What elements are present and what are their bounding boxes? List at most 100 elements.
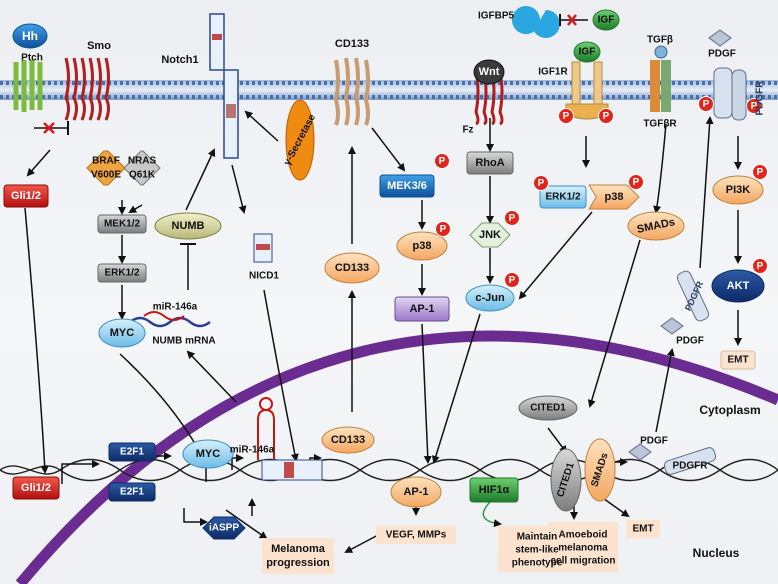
fz-label: Fz [462, 125, 473, 136]
mir146a-nucleus-label: miR-146a [230, 445, 275, 456]
gli-nucleus [12, 476, 60, 500]
melanoma-label-2: progression [266, 557, 330, 569]
phospho-1 [698, 96, 714, 112]
igf1r-label: IGF1R [538, 67, 568, 78]
igfbp5-body [531, 10, 560, 38]
erk12-right-node [539, 185, 587, 209]
arrows [24, 110, 742, 553]
cited1-cytoplasm-label: CITED1 [530, 403, 566, 414]
numb-mrna-strand [129, 316, 211, 328]
cd133-membrane-label: CD133 [335, 38, 369, 50]
ptch-smo-inhibition [34, 121, 69, 135]
smads-nucleus [584, 438, 616, 502]
cytoplasm-label: Cytoplasm [699, 403, 760, 417]
pdgf-mid-label: PDGF [676, 336, 704, 347]
tgfbr-receptor [650, 60, 671, 112]
myc-nucleus-label: MYC [196, 448, 221, 460]
pi3k-node-label: PI3K [726, 184, 751, 196]
e2f1-node-a [108, 442, 156, 462]
emt-right-box [720, 350, 756, 370]
cjun-node-label: c-Jun [475, 292, 505, 304]
phospho-label-8: P [509, 275, 516, 286]
phospho-label-7: P [509, 213, 516, 224]
pdgfr-top-receptor [713, 67, 747, 121]
phospho-4 [598, 108, 614, 124]
myc-cytoplasm [98, 318, 146, 348]
vegf-label: VEGF, MMPs [386, 530, 447, 541]
igfbp5-inhibition [559, 14, 588, 26]
amoeboid-label-3: cell migration [550, 556, 615, 567]
pdgfr-top-label: PDGFR [755, 80, 766, 116]
emt-right-box-label: EMT [727, 355, 748, 366]
phospho-label-11: P [757, 167, 764, 178]
igf-bound-label: IGF [579, 47, 596, 58]
tgfbr-label: TGFβR [643, 119, 677, 130]
pdgf-nucleus-label: PDGF [640, 436, 668, 447]
igfbp5-label: IGFBP5 [478, 11, 515, 22]
smads-cytoplasm [627, 211, 685, 241]
ap1-cytoplasm-label: AP-1 [409, 303, 434, 315]
jnk-node [469, 222, 511, 248]
p38-mid-node [396, 231, 448, 261]
pi3k-node [712, 175, 764, 205]
plasma-membrane [0, 80, 778, 100]
nras-label-2: Q61K [129, 170, 156, 181]
melanoma-label-1: Melanoma [271, 543, 326, 555]
emt-nucleus-label: EMT [632, 524, 653, 535]
p38-right-node-label: p38 [605, 191, 624, 203]
phospho-label-5: P [439, 156, 446, 167]
cd133-nucleus-label: CD133 [331, 434, 365, 446]
ap1-nucleus-label: AP-1 [403, 486, 428, 498]
hif1a-node-label: HIF1α [479, 484, 510, 496]
braf-label-2: V600E [91, 170, 121, 181]
phospho-label-3: P [563, 111, 570, 122]
p38-right-node [588, 184, 640, 210]
mek36-node [379, 174, 435, 198]
stem-label-1: Maintain [517, 532, 558, 543]
rhoa-node [466, 151, 514, 175]
cd133-nucleus [321, 426, 375, 454]
erk12-left-node-label: ERK1/2 [104, 268, 139, 279]
mek12-node [97, 214, 147, 234]
gli-cytoplasm-label: Gli1/2 [11, 190, 41, 202]
phospho-label-4: P [603, 111, 610, 122]
phospho-11 [752, 164, 768, 180]
pdgf-nucleus-ligand [628, 443, 652, 461]
cjun-node [465, 284, 515, 312]
myc-cytoplasm-label: MYC [110, 327, 135, 339]
hh-ligand [12, 23, 48, 49]
iaspp-node-label: iASPP [209, 523, 239, 534]
phospho-10 [628, 174, 644, 190]
phospho-label-6: P [440, 224, 447, 235]
rhoa-node-label: RhoA [475, 157, 504, 169]
nras-node [123, 150, 161, 186]
hif1a-node [469, 477, 519, 503]
dna-strand [0, 458, 778, 482]
ptch-receptor [13, 60, 43, 112]
smo-receptor [64, 57, 110, 121]
ap1-cytoplasm [394, 296, 450, 322]
cited1-nucleus [550, 448, 582, 512]
pdgf-top-label: PDGF [708, 49, 736, 60]
melanoma-progression-box [262, 538, 334, 574]
notch1-receptor [209, 13, 239, 159]
ap1-nucleus [390, 476, 442, 508]
igf-ligand-label: IGF [598, 15, 615, 26]
pdgf-top-ligand [708, 29, 732, 47]
numb-mrna-label: NUMB mRNA [152, 336, 215, 347]
notch1-label: Notch1 [161, 54, 198, 66]
amoeboid-label-2: melanoma [558, 543, 608, 554]
phospho-12 [752, 258, 768, 274]
hh-ligand-label: Hh [22, 29, 38, 43]
phospho-label-10: P [633, 177, 640, 188]
igf-ligand [592, 9, 620, 31]
phospho-2 [746, 98, 762, 114]
jnk-node-label: JNK [479, 229, 501, 241]
akt-node [711, 269, 765, 303]
phospho-8 [504, 272, 520, 288]
e2f1-node-b-label: E2F1 [120, 487, 144, 498]
erk12-right-node-label: ERK1/2 [545, 192, 580, 203]
nicd1-band [256, 244, 270, 250]
gamma-secretase-node [285, 99, 315, 181]
